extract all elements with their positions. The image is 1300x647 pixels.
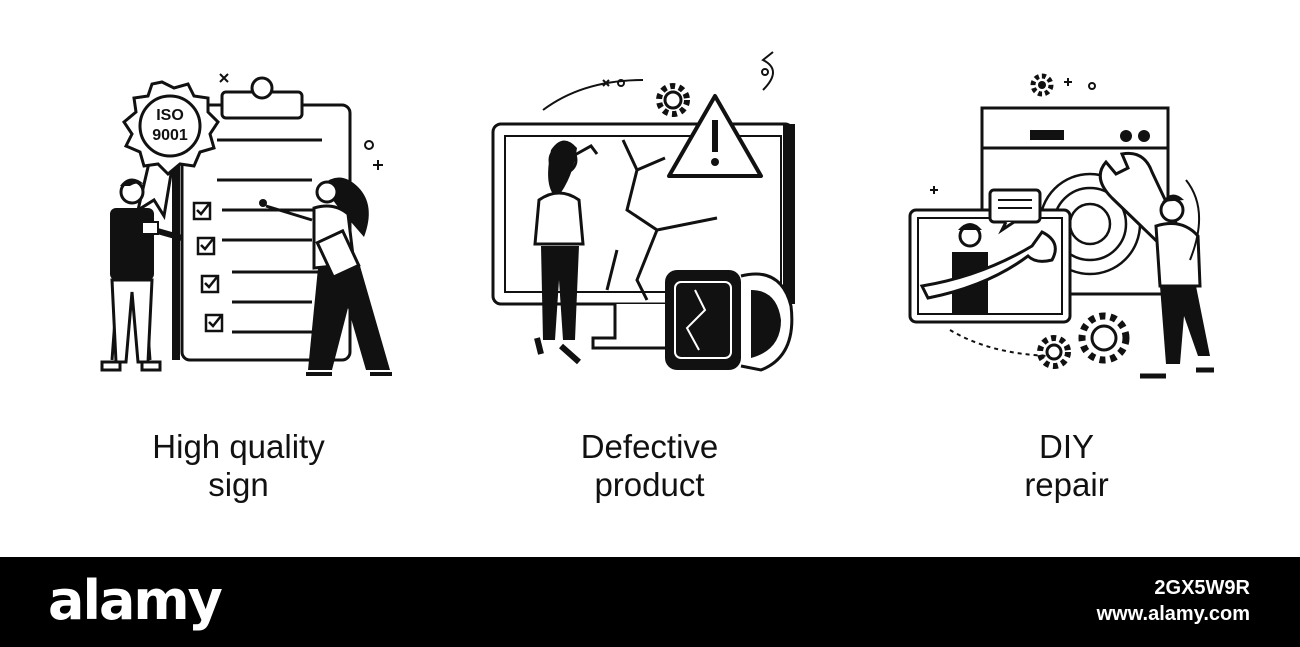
quality-checklist-illustration: ISO 9001 xyxy=(100,73,392,376)
image-id: 2GX5W9R xyxy=(1154,577,1250,599)
broken-devices-illustration xyxy=(491,51,795,372)
caption-line-2: sign xyxy=(208,466,269,503)
caption: DIY repair xyxy=(850,428,1283,504)
iso-badge-text-bottom: 9001 xyxy=(152,127,188,144)
brand-logo: alamy xyxy=(48,569,223,632)
image-id-block: 2GX5W9R www.alamy.com xyxy=(1097,575,1250,627)
caption-line-2: repair xyxy=(1024,466,1109,503)
caption: Defective product xyxy=(433,428,866,504)
illustration-diy-repair: DIY repair xyxy=(850,0,1283,560)
washing-machine-repair-illustration xyxy=(908,73,1214,379)
illustration-high-quality-sign: ISO 9001 High quality sign xyxy=(22,0,455,560)
illustration-defective-product: Defective product xyxy=(433,0,866,560)
caption: High quality sign xyxy=(22,428,455,504)
caption-line-1: Defective xyxy=(580,428,719,465)
caption-line-1: DIY xyxy=(1038,428,1094,465)
iso-badge-text-top: ISO xyxy=(156,107,184,124)
site-url: www.alamy.com xyxy=(1096,603,1250,625)
caption-line-1: High quality xyxy=(152,428,325,465)
caption-line-2: product xyxy=(594,466,705,503)
stock-watermark-bar: alamy 2GX5W9R www.alamy.com xyxy=(0,557,1300,647)
